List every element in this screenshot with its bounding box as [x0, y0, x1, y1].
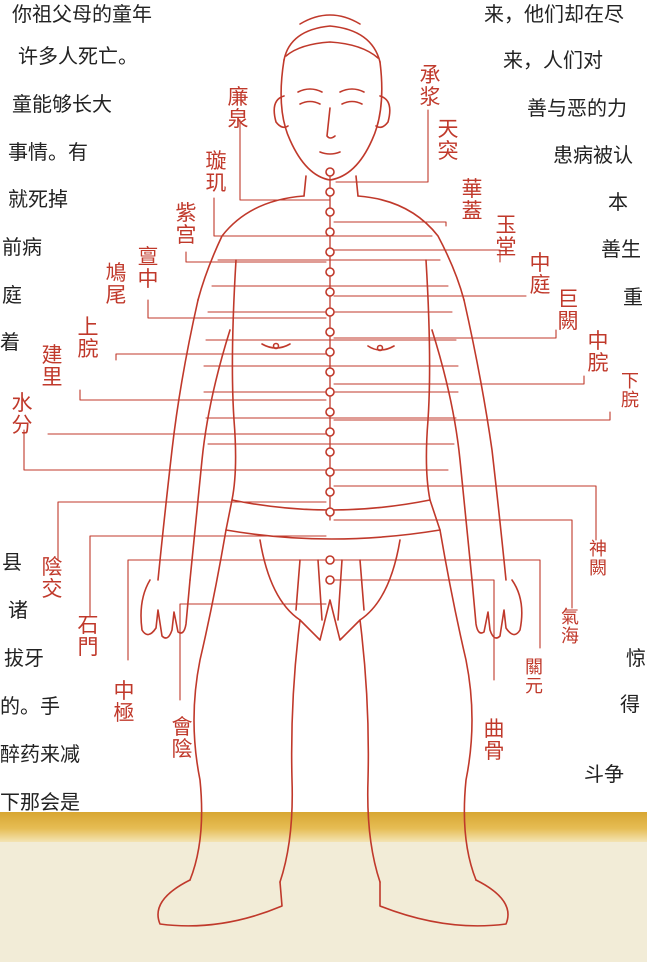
- label-shuifen: 水分: [10, 392, 34, 436]
- label-lianquan: 廉泉: [226, 86, 250, 130]
- right-shoulder: [358, 196, 464, 300]
- label-zhongting: 中庭: [528, 252, 552, 296]
- left-hand: [141, 580, 190, 638]
- right-hand: [472, 580, 522, 638]
- head-outline: [281, 60, 382, 180]
- label-zigong: 紫宫: [174, 202, 198, 246]
- label-xuanji: 璇玑: [204, 150, 228, 194]
- label-shimen: 石門: [76, 614, 100, 658]
- label-tiantu: 天突: [436, 118, 460, 162]
- left-leg: [190, 530, 226, 880]
- left-foot: [158, 880, 282, 926]
- label-qugu: 曲骨: [482, 718, 506, 762]
- label-huagai: 華蓋: [460, 178, 484, 222]
- label-zhongwan: 中脘: [586, 330, 610, 374]
- label-yutang: 玉堂: [494, 214, 518, 258]
- hair-line: [284, 26, 380, 62]
- torso-left: [232, 260, 236, 500]
- label-huiyin: 會陰: [170, 716, 194, 760]
- label-zhongji: 中極: [112, 680, 136, 724]
- right-leg: [440, 530, 476, 880]
- label-jiuwei: 鳩尾: [104, 262, 128, 306]
- acupoint-chain: [326, 168, 334, 584]
- label-jianli: 建里: [40, 344, 64, 388]
- label-shenque: 神闕: [588, 540, 608, 578]
- right-foot: [380, 880, 508, 926]
- label-guanyuan: 關元: [524, 658, 544, 696]
- label-qihai: 氣海: [560, 608, 580, 646]
- label-chengjiang: 承浆: [418, 64, 442, 108]
- label-xiawan: 下脘: [620, 372, 640, 410]
- label-yinjiao: 陰交: [40, 556, 64, 600]
- label-tanzhong: 亶中: [136, 246, 160, 290]
- label-juque: 巨闕: [556, 288, 580, 332]
- hair-knot: [300, 15, 360, 24]
- label-shangwan: 上脘: [76, 316, 100, 360]
